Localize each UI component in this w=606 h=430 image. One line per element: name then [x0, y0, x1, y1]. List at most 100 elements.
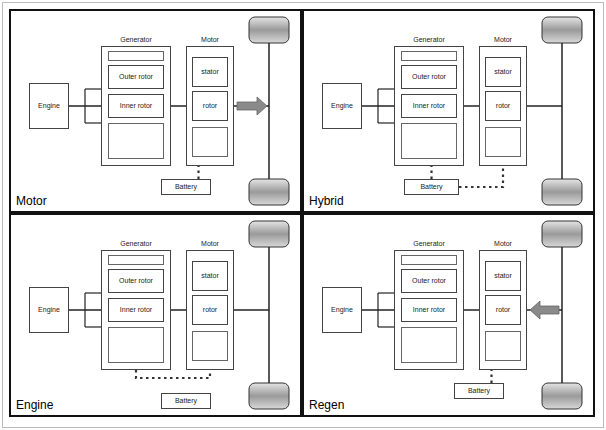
- rotor-box: Outer rotor: [108, 269, 164, 293]
- shaft-line: [171, 309, 186, 311]
- component-heading: Motor: [187, 36, 233, 43]
- winding-box: [108, 51, 164, 61]
- panel-drawing: [85, 17, 289, 205]
- power-line: [459, 166, 503, 187]
- winding-box: [108, 123, 164, 159]
- winding-box: [401, 327, 457, 363]
- power-line: [430, 166, 432, 179]
- winding-box: [108, 327, 164, 363]
- component-label: stator: [201, 272, 219, 280]
- component-label: Engine: [331, 102, 353, 110]
- generator-box: GeneratorOuter rotorInner rotor: [101, 250, 171, 370]
- component-label: Inner rotor: [120, 306, 152, 314]
- shaft-line: [464, 105, 479, 107]
- shaft-line: [464, 309, 479, 311]
- power-flow-arrow: [530, 301, 559, 319]
- mode-panel: MotorEngineGeneratorOuter rotorInner rot…: [9, 9, 302, 213]
- battery-box: Battery: [161, 393, 211, 409]
- outer-frame: [3, 3, 604, 428]
- component-heading: Motor: [480, 36, 526, 43]
- winding-box: [401, 255, 457, 265]
- component-label: rotor: [203, 306, 217, 314]
- power-line: [490, 370, 492, 383]
- mode-panel: EngineEngineGeneratorOuter rotorInner ro…: [9, 213, 302, 417]
- engine-box: Engine: [29, 83, 69, 129]
- component-label: stator: [494, 68, 512, 76]
- panel-drawing: [85, 221, 289, 409]
- panel-label: Motor: [14, 195, 49, 209]
- component-heading: Generator: [395, 240, 463, 247]
- mode-panel: Regen Engine GeneratorOuter rotorInner rot…: [302, 213, 595, 417]
- battery-box: Battery: [454, 383, 504, 399]
- stator-box: stator: [485, 261, 521, 291]
- component-label: Engine: [38, 102, 60, 110]
- shaft-line: [362, 105, 394, 107]
- shaft-line: [362, 309, 394, 311]
- winding-box: [401, 123, 457, 159]
- power-flow-arrow: [237, 97, 267, 115]
- component-label: Outer rotor: [119, 73, 153, 81]
- battery-box: Battery: [404, 179, 459, 195]
- component-heading: Generator: [102, 240, 170, 247]
- component-heading: Generator: [395, 36, 463, 43]
- stator-box: stator: [192, 261, 228, 291]
- component-label: Battery: [175, 183, 197, 191]
- component-label: Engine: [331, 306, 353, 314]
- winding-box: [192, 127, 228, 157]
- component-label: Engine: [38, 306, 60, 314]
- rotor-box: Inner rotor: [108, 94, 164, 118]
- rotor-box: Inner rotor: [108, 298, 164, 322]
- rotor-box: rotor: [485, 295, 521, 325]
- component-label: rotor: [203, 102, 217, 110]
- rotor-box: rotor: [485, 91, 521, 121]
- rotor-box: rotor: [192, 295, 228, 325]
- rotor-box: Inner rotor: [401, 298, 457, 322]
- generator-box: GeneratorOuter rotorInner rotor: [101, 46, 171, 166]
- rotor-box: Outer rotor: [108, 65, 164, 89]
- component-label: Battery: [175, 397, 197, 405]
- power-line: [136, 370, 210, 378]
- motor-box: Motorstatorrotor: [186, 250, 234, 370]
- shaft-line: [171, 105, 186, 107]
- engine-box: Engine: [322, 83, 362, 129]
- mode-panel: Hybrid Engine GeneratorOuter rotorInner ro…: [302, 9, 595, 213]
- winding-box: [485, 331, 521, 361]
- winding-box: [108, 255, 164, 265]
- engine-box: Engine: [29, 287, 69, 333]
- component-label: stator: [201, 68, 219, 76]
- component-label: Inner rotor: [120, 102, 152, 110]
- rotor-box: Inner rotor: [401, 94, 457, 118]
- component-label: Battery: [420, 183, 442, 191]
- component-label: stator: [494, 272, 512, 280]
- panel-drawing: [378, 17, 582, 205]
- component-label: rotor: [496, 102, 510, 110]
- generator-box: GeneratorOuter rotorInner rotor: [394, 46, 464, 166]
- component-label: Inner rotor: [413, 102, 445, 110]
- component-label: Inner rotor: [413, 306, 445, 314]
- panel-label: Hybrid: [307, 195, 346, 209]
- rotor-box: Outer rotor: [401, 65, 457, 89]
- component-label: Battery: [468, 387, 490, 395]
- motor-box: Motorstatorrotor: [479, 46, 527, 166]
- component-heading: Motor: [480, 240, 526, 247]
- panel-label: Regen: [307, 399, 346, 413]
- winding-box: [401, 51, 457, 61]
- rotor-box: Outer rotor: [401, 269, 457, 293]
- panel-drawing: [378, 221, 582, 409]
- motor-box: Motorstatorrotor: [186, 46, 234, 166]
- power-line: [197, 166, 199, 179]
- battery-box: Battery: [161, 179, 211, 195]
- component-label: Outer rotor: [412, 277, 446, 285]
- motor-box: Motorstatorrotor: [479, 250, 527, 370]
- component-heading: Motor: [187, 240, 233, 247]
- panel-label: Engine: [14, 399, 55, 413]
- component-label: Outer rotor: [412, 73, 446, 81]
- winding-box: [485, 127, 521, 157]
- generator-box: GeneratorOuter rotorInner rotor: [394, 250, 464, 370]
- winding-box: [192, 331, 228, 361]
- component-label: Outer rotor: [119, 277, 153, 285]
- rotor-box: rotor: [192, 91, 228, 121]
- component-label: rotor: [496, 306, 510, 314]
- engine-box: Engine: [322, 287, 362, 333]
